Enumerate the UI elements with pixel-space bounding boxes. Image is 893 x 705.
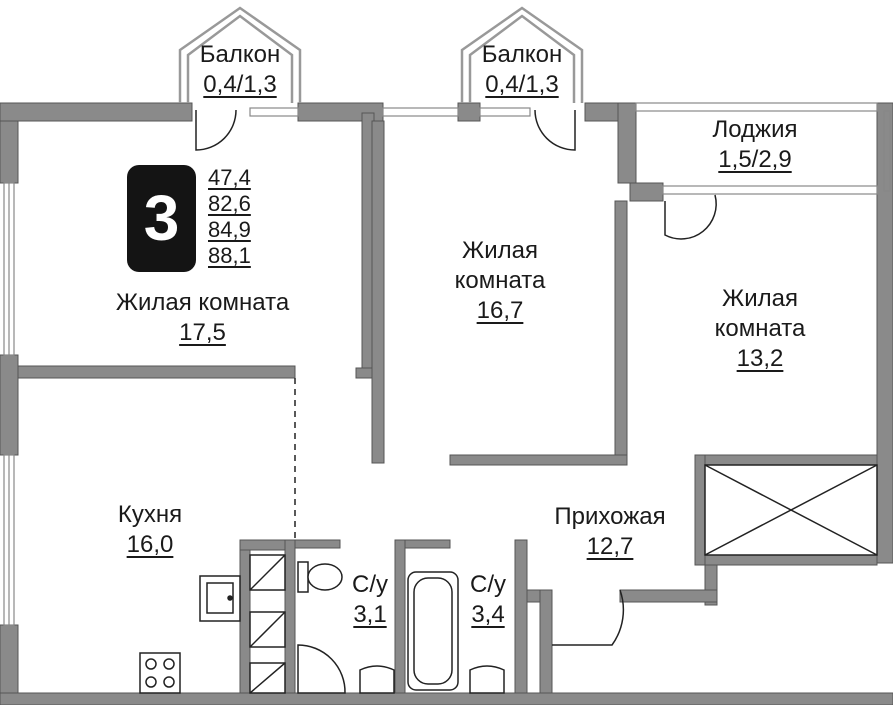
wall-left-mid bbox=[0, 354, 19, 456]
room-name-line1: Жилая bbox=[462, 237, 538, 264]
window-top-1 bbox=[249, 107, 299, 117]
ventilation-shaft bbox=[704, 464, 878, 556]
area-living: 47,4 bbox=[208, 165, 251, 190]
window-loggia-inner bbox=[662, 185, 878, 195]
living-room-3-label: Жилая комната 13,2 bbox=[690, 284, 830, 374]
room-area: 12,7 bbox=[586, 533, 634, 560]
wall-shaft-bottom bbox=[704, 554, 878, 566]
bathroom-2-label: С/у 3,4 bbox=[458, 570, 518, 630]
room-area: 13,2 bbox=[736, 345, 784, 372]
window-top-2 bbox=[382, 107, 459, 117]
wall-shaft-left bbox=[694, 454, 706, 566]
toilet-tank bbox=[297, 561, 309, 593]
room-name-line1: Жилая bbox=[722, 285, 798, 312]
living-room-2-label: Жилая комната 16,7 bbox=[430, 236, 570, 326]
wall-bath-right bbox=[514, 539, 528, 705]
room-area: 3,1 bbox=[353, 601, 387, 628]
room-name: Балкон bbox=[199, 41, 281, 68]
balcony-right-label: Балкон 0,4/1,3 bbox=[462, 40, 582, 100]
room-name: С/у bbox=[352, 571, 388, 598]
area-total-partial: 84,9 bbox=[208, 217, 251, 242]
window-loggia-top bbox=[635, 102, 878, 112]
wall-bath-top-2 bbox=[294, 539, 341, 549]
wall-bath-top-1 bbox=[239, 539, 291, 551]
wall-top-1 bbox=[0, 102, 193, 122]
loggia-label: Лоджия 1,5/2,9 bbox=[690, 115, 820, 175]
room-area: 16,7 bbox=[476, 297, 524, 324]
room-name: Балкон bbox=[481, 41, 563, 68]
room-name: С/у bbox=[470, 571, 506, 598]
wall-right bbox=[876, 102, 893, 564]
wall-bottom bbox=[0, 692, 893, 705]
room-name: Лоджия bbox=[712, 116, 798, 143]
room-name: Жилая комната bbox=[115, 289, 290, 316]
balcony-right-outline bbox=[460, 6, 584, 103]
room-area: 16,0 bbox=[126, 531, 174, 558]
area-total: 88,1 bbox=[208, 243, 251, 268]
wall-loggia-stub bbox=[629, 182, 664, 202]
door-balcony-right bbox=[534, 109, 576, 151]
wall-loggia-left bbox=[617, 102, 637, 184]
room-area: 1,5/2,9 bbox=[718, 146, 792, 173]
wall-living2-bottom bbox=[449, 454, 628, 466]
room-area: 17,5 bbox=[179, 319, 226, 346]
toilet-icon bbox=[307, 563, 343, 591]
living-room-1-label: Жилая комната 17,5 bbox=[80, 288, 325, 348]
wall-living3-bottom bbox=[694, 454, 878, 466]
room-area: 3,4 bbox=[471, 601, 505, 628]
wall-living3-left bbox=[614, 200, 628, 464]
wall-bath-top-3 bbox=[404, 539, 451, 549]
room-area: 0,4/1,3 bbox=[485, 71, 559, 98]
room-name-line2: комната bbox=[454, 267, 546, 294]
hallway-label: Прихожая 12,7 bbox=[530, 502, 690, 562]
wall-hall-bottom bbox=[619, 589, 718, 603]
area-summary: 47,4 82,6 84,9 88,1 bbox=[208, 165, 278, 269]
area-total-without: 82,6 bbox=[208, 191, 251, 216]
room-name: Кухня bbox=[117, 501, 183, 528]
wall-bath-left bbox=[239, 539, 251, 705]
wall-entry-left bbox=[539, 589, 553, 705]
wall-bath-div-1 bbox=[284, 539, 296, 705]
room-name-line2: комната bbox=[714, 315, 806, 342]
shower-icon bbox=[297, 644, 346, 694]
wall-kitchen-top bbox=[17, 365, 296, 379]
room-area: 0,4/1,3 bbox=[203, 71, 277, 98]
balcony-left-outline bbox=[178, 6, 302, 103]
balcony-left-label: Балкон 0,4/1,3 bbox=[180, 40, 300, 100]
door-entry bbox=[552, 589, 625, 646]
room-name: Прихожая bbox=[554, 503, 666, 530]
window-loggia-right bbox=[883, 110, 891, 192]
door-balcony-left bbox=[195, 109, 237, 151]
window-top-3 bbox=[479, 107, 531, 117]
stove-icon bbox=[139, 652, 181, 694]
wall-living2-left bbox=[371, 120, 385, 464]
wall-bath-div-2 bbox=[394, 539, 406, 705]
washbasin-1-icon bbox=[359, 665, 395, 694]
rooms-count-badge: 3 bbox=[127, 165, 196, 272]
door-loggia bbox=[664, 194, 717, 240]
wall-stub bbox=[355, 367, 373, 379]
kitchen-label: Кухня 16,0 bbox=[90, 500, 210, 560]
bathroom-1-label: С/у 3,1 bbox=[340, 570, 400, 630]
washbasin-2-icon bbox=[469, 665, 505, 694]
wall-top-3 bbox=[457, 102, 481, 122]
